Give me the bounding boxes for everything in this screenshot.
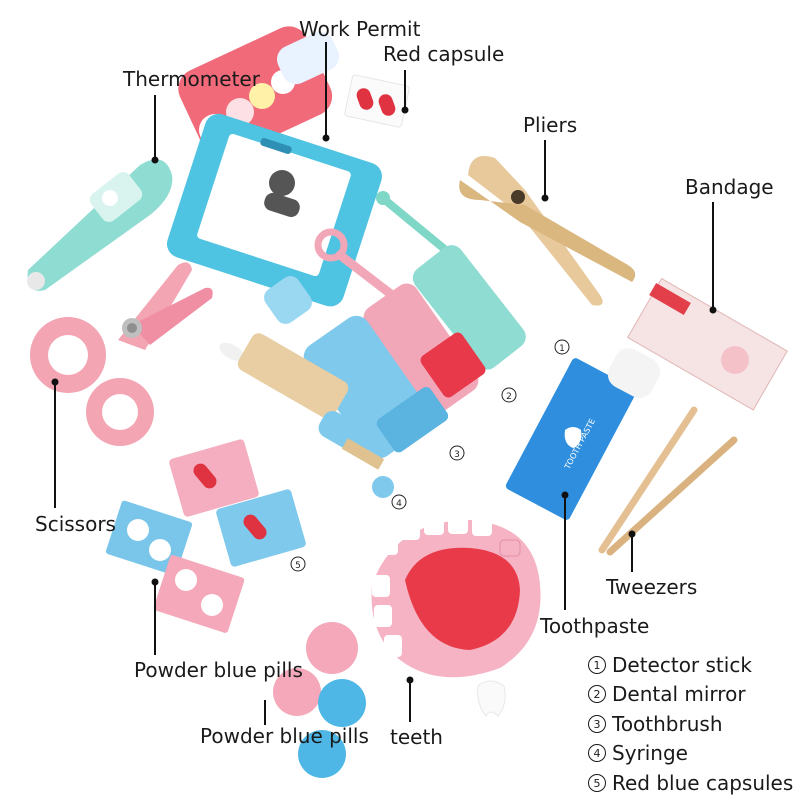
- wooden-pliers: [459, 156, 636, 306]
- toy-syringe: [219, 333, 394, 498]
- label-teeth: teeth: [390, 725, 443, 749]
- legend-number: 1: [588, 655, 606, 674]
- label-bandage: Bandage: [685, 175, 774, 199]
- legend-item: 4 Syringe: [588, 739, 793, 769]
- toy-toothpaste: TOOTH PASTE: [505, 348, 661, 520]
- legend-text: Detector stick: [612, 652, 752, 677]
- red-blue-capsule-cards: [169, 439, 306, 567]
- work-permit-badge: [166, 113, 382, 307]
- legend-text: Dental mirror: [612, 682, 746, 707]
- legend-item: 2 Dental mirror: [588, 680, 793, 710]
- legend-text: Red blue capsules: [612, 770, 794, 795]
- detector-stick: [376, 191, 526, 370]
- legend-item: 5 Red blue capsules: [588, 768, 793, 798]
- label-scissors: Scissors: [35, 512, 116, 536]
- legend-item: 3 Toothbrush: [588, 709, 793, 739]
- toy-teeth-model: [371, 514, 541, 717]
- label-pliers: Pliers: [523, 113, 578, 137]
- toy-toothbrush: [264, 276, 449, 459]
- leader-lines: [51, 42, 717, 725]
- toothbrush-number: 3: [454, 450, 460, 460]
- thermometer: [27, 159, 173, 291]
- toy-scissors: [30, 262, 213, 446]
- bandage-pack: [626, 277, 788, 411]
- item-number-badges: 1 2 3 4 5: [290, 339, 570, 572]
- label-powder-blue-pills-2: Powder blue pills: [200, 724, 369, 748]
- dental-mirror-number: 2: [506, 392, 512, 402]
- label-tweezers: Tweezers: [606, 575, 698, 599]
- legend-number: 3: [588, 714, 606, 733]
- legend-text: Syringe: [612, 741, 688, 766]
- legend-number: 5: [588, 773, 606, 792]
- blister-pill-cards: [105, 500, 245, 633]
- legend-number: 2: [588, 685, 606, 704]
- round-pills: [273, 622, 366, 778]
- capsules-number: 5: [295, 561, 301, 571]
- numbered-legend: 1 Detector stick 2 Dental mirror 3 Tooth…: [588, 650, 793, 798]
- legend-number: 4: [588, 744, 606, 763]
- label-thermometer: Thermometer: [123, 67, 260, 91]
- detector-stick-number: 1: [559, 344, 565, 354]
- legend-item: 1 Detector stick: [588, 650, 793, 680]
- red-capsule-card: [344, 74, 410, 128]
- legend-text: Toothbrush: [612, 711, 723, 736]
- syringe-number: 4: [396, 499, 402, 509]
- wooden-tweezers: [598, 406, 738, 556]
- label-powder-blue-pills-1: Powder blue pills: [134, 658, 303, 682]
- label-work-permit: Work Permit: [299, 17, 421, 41]
- label-toothpaste: Toothpaste: [540, 614, 650, 638]
- label-red-capsule: Red capsule: [383, 42, 505, 66]
- dental-mirror: [314, 228, 486, 415]
